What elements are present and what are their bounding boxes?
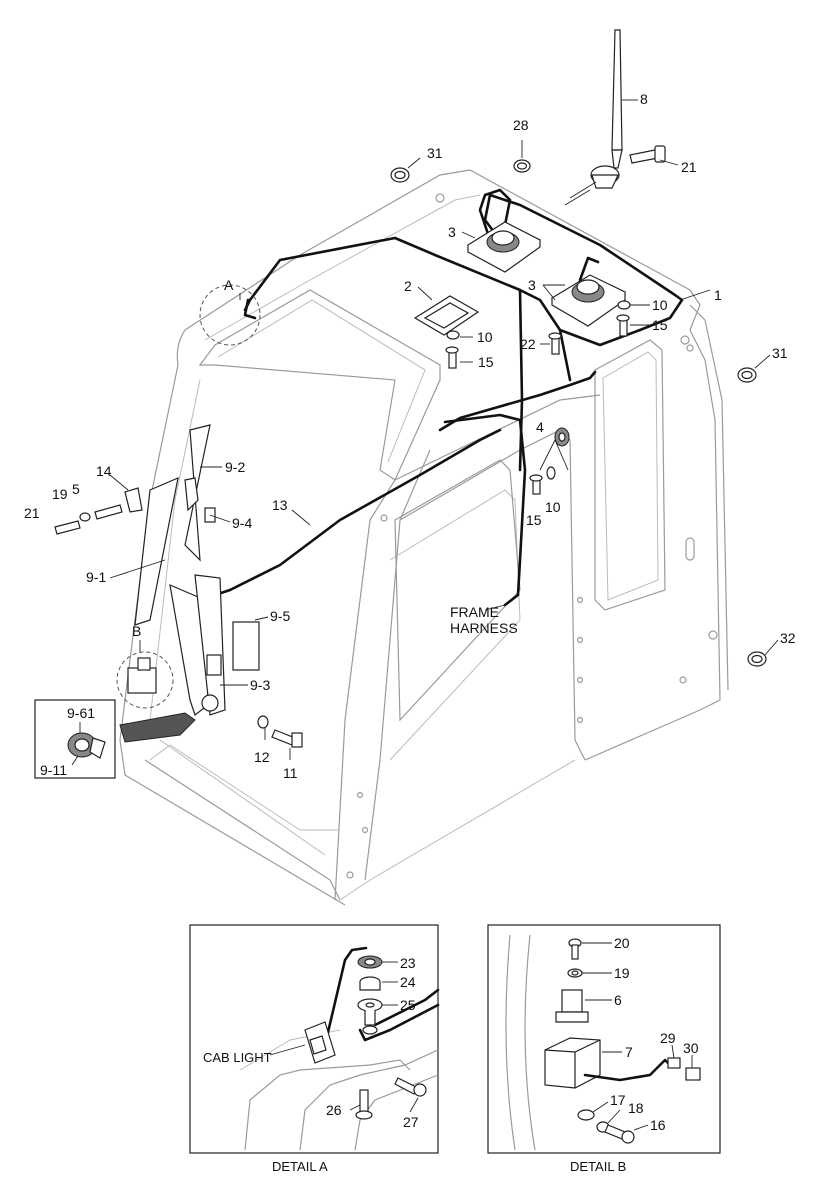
arrow-to-inset <box>119 712 196 743</box>
detail-b-panel: 20 19 6 7 29 30 17 18 16 <box>487 924 721 1154</box>
switch-b <box>127 657 157 694</box>
washer-12 <box>257 715 269 729</box>
label-9-4: 9-4 <box>232 515 252 531</box>
detail-b-label-29: 29 <box>660 1030 676 1046</box>
label-10-left: 10 <box>477 329 493 345</box>
antenna-bolt <box>629 145 666 164</box>
roof-harness <box>243 193 684 347</box>
detail-a-caption: DETAIL A <box>272 1159 328 1174</box>
label-31-top: 31 <box>427 145 443 161</box>
label-10-right: 10 <box>652 297 668 313</box>
label-22: 22 <box>520 336 536 352</box>
label-detail-a-marker: A <box>224 277 234 293</box>
screw-22 <box>548 332 562 355</box>
label-12: 12 <box>254 749 270 765</box>
label-10-lower: 10 <box>545 499 561 515</box>
leader-lines <box>71 99 779 766</box>
detail-b-label-6: 6 <box>614 992 622 1008</box>
label-2: 2 <box>404 278 412 294</box>
label-8: 8 <box>640 91 648 107</box>
detail-b-label-17: 17 <box>610 1092 626 1108</box>
detail-b-label-20: 20 <box>614 935 630 951</box>
detail-a-label-24: 24 <box>400 974 416 990</box>
detail-a-cab-light-label: CAB LIGHT <box>203 1050 272 1065</box>
detail-b-label-18: 18 <box>628 1100 644 1116</box>
label-1: 1 <box>714 287 722 303</box>
detail-a-label-27: 27 <box>403 1114 419 1130</box>
label-14: 14 <box>96 463 112 479</box>
label-11: 11 <box>283 765 298 781</box>
label-32: 32 <box>780 630 796 646</box>
screw-15-b <box>616 314 630 337</box>
detail-b-label-16: 16 <box>650 1117 666 1133</box>
detail-a-panel: 23 24 25 CAB LIGHT 26 27 <box>189 924 440 1154</box>
screw-15-c <box>529 474 543 495</box>
clip-4 <box>554 427 570 447</box>
cab-body <box>119 169 729 906</box>
harness-13 <box>228 428 502 592</box>
label-9-61: 9-61 <box>67 705 95 721</box>
bolt-11 <box>271 729 303 748</box>
detail-a-label-23: 23 <box>400 955 416 971</box>
detail-a-label-25: 25 <box>400 997 416 1013</box>
screw-15-a <box>445 346 459 369</box>
antenna <box>564 29 623 206</box>
label-13: 13 <box>272 497 288 513</box>
label-19: 19 <box>52 486 68 502</box>
label-detail-b-marker: B <box>132 623 141 639</box>
dome-light <box>413 295 480 336</box>
washer-10-a <box>446 330 460 340</box>
label-15-right: 15 <box>652 317 668 333</box>
label-9-5: 9-5 <box>270 608 290 624</box>
label-4: 4 <box>536 419 544 435</box>
detail-b-zone <box>116 651 174 709</box>
label-31-right: 31 <box>772 345 788 361</box>
washer-10-b <box>617 300 631 310</box>
speaker-right <box>550 274 627 327</box>
harness-wires <box>213 188 684 607</box>
label-3-left: 3 <box>448 224 456 240</box>
detail-a-label-26: 26 <box>326 1102 342 1118</box>
detail-b-caption: DETAIL B <box>570 1159 626 1174</box>
speaker-left <box>466 221 542 273</box>
frame-harness-drop <box>518 288 524 472</box>
frame-harness-label-2: HARNESS <box>450 620 518 636</box>
washer-10-c <box>546 466 556 480</box>
label-9-1: 9-1 <box>86 569 106 585</box>
label-21-left: 21 <box>24 505 40 521</box>
label-9-2: 9-2 <box>225 459 245 475</box>
label-28: 28 <box>513 117 529 133</box>
wiper-assembly <box>54 424 260 716</box>
detail-a-zone <box>199 284 261 346</box>
frame-harness-label-1: FRAME <box>450 604 499 620</box>
detail-b-label-30: 30 <box>683 1040 699 1056</box>
label-15-lower: 15 <box>526 512 542 528</box>
label-15-left: 15 <box>478 354 494 370</box>
detail-b-label-7: 7 <box>625 1044 633 1060</box>
label-5: 5 <box>72 481 80 497</box>
callout-labels: 8 21 31 28 31 32 3 3 2 10 15 1 10 15 22 … <box>24 91 796 781</box>
label-9-3: 9-3 <box>250 677 270 693</box>
label-3-right: 3 <box>528 277 536 293</box>
detail-inset-box <box>34 699 116 779</box>
motor-gear <box>67 732 106 759</box>
label-21-top: 21 <box>681 159 697 175</box>
detail-b-label-19: 19 <box>614 965 630 981</box>
label-9-11: 9-11 <box>40 762 67 778</box>
